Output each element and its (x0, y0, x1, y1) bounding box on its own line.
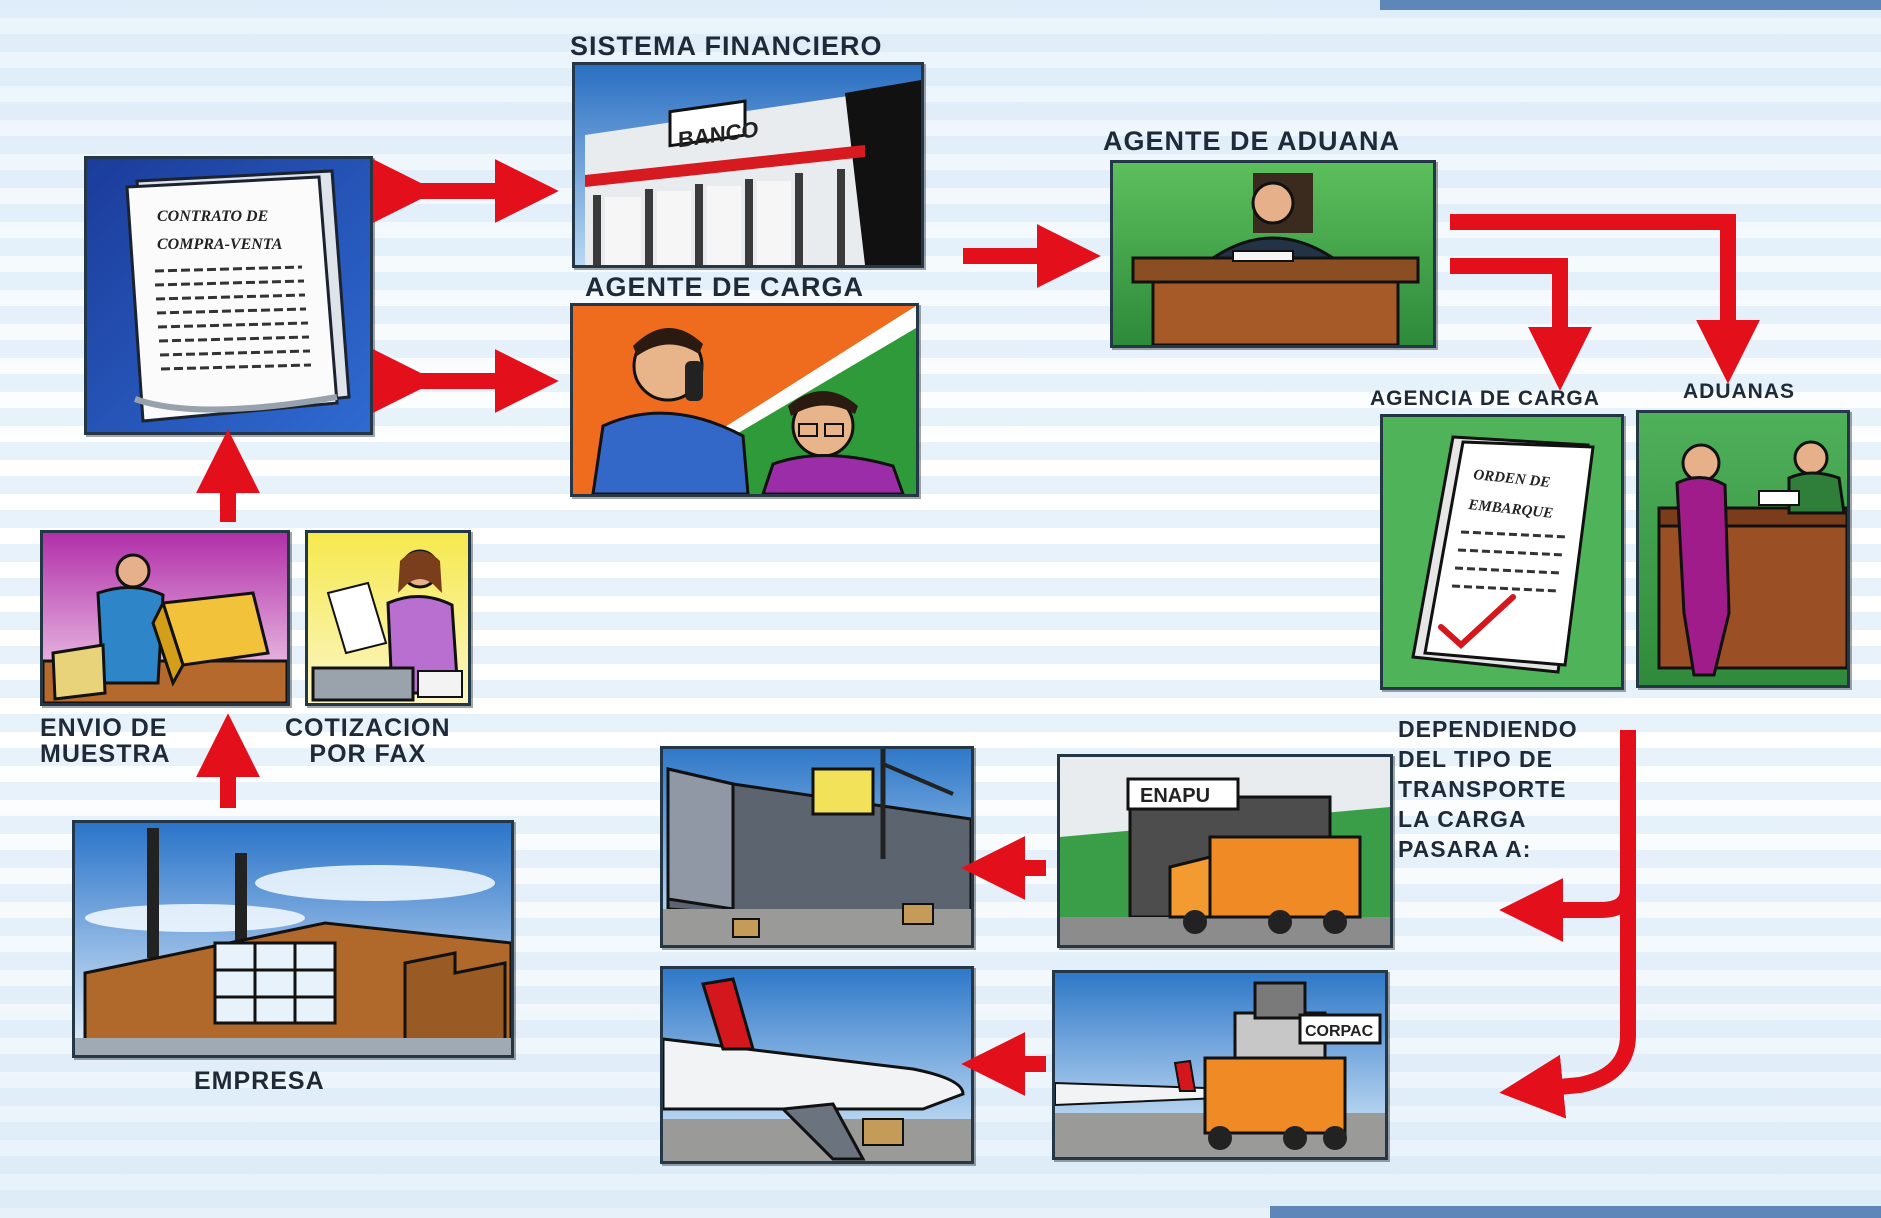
arrow-agente-de-aduana-aduanas (1450, 214, 1760, 384)
panel-aeropuerto: CORPAC (1052, 970, 1388, 1160)
label-empresa: EMPRESA (194, 1067, 325, 1095)
label-agencia-de-carga: AGENCIA DE CARGA (1370, 387, 1600, 410)
label-envio-de-muestra: ENVIO DE MUESTRA (40, 714, 171, 769)
panel-empresa (72, 820, 514, 1058)
airplane-illustration (663, 969, 971, 1161)
label-sistema-financiero: SISTEMA FINANCIERO (570, 31, 883, 61)
frame-accent-bottom (1270, 1206, 1881, 1218)
label-aduanas: ADUANAS (1683, 380, 1795, 403)
panel-avion (660, 966, 974, 1164)
customs-agent-illustration (1113, 163, 1433, 345)
corpac-sign: CORPAC (1305, 1023, 1374, 1040)
cargo-agent-illustration (573, 306, 916, 494)
customs-office-illustration (1639, 413, 1847, 685)
label-agente-de-aduana: AGENTE DE ADUANA (1103, 126, 1401, 156)
fax-quote-illustration (308, 533, 468, 703)
enapu-sign: ENAPU (1140, 785, 1210, 807)
shipping-order-illustration: ORDEN DE EMBARQUE (1383, 417, 1621, 687)
contract-illustration: CONTRATO DE COMPRA-VENTA (87, 159, 370, 432)
contract-title-line2: COMPRA-VENTA (157, 236, 283, 253)
panel-cotizacion-por-fax (305, 530, 471, 706)
panel-aduanas (1636, 410, 1850, 688)
airport-truck-illustration: CORPAC (1055, 973, 1385, 1157)
label-cotizacion-por-fax: COTIZACION POR FAX (285, 714, 451, 769)
port-warehouse-truck-illustration: ENAPU (1060, 757, 1390, 945)
bank-illustration: BANCO (575, 65, 921, 265)
panel-envio-de-muestra (40, 530, 290, 706)
panel-agente-de-aduana (1110, 160, 1436, 348)
panel-banco: BANCO (572, 62, 924, 268)
label-agente-de-carga: AGENTE DE CARGA (585, 272, 865, 302)
panel-agencia-de-carga: ORDEN DE EMBARQUE (1380, 414, 1624, 690)
panel-contrato: CONTRATO DE COMPRA-VENTA (84, 156, 373, 435)
panel-agente-de-carga (570, 303, 919, 497)
label-dependiendo: DEPENDIENDO DEL TIPO DE TRANSPORTE LA CA… (1398, 716, 1578, 862)
factory-illustration (75, 823, 511, 1055)
sample-shipping-illustration (43, 533, 287, 703)
frame-accent-top (1380, 0, 1881, 10)
contract-title-line1: CONTRATO DE (157, 208, 268, 225)
panel-almacen-puerto: ENAPU (1057, 754, 1393, 948)
arrow-agente-de-aduana-agencia-de-carga (1450, 258, 1592, 391)
panel-barco (660, 746, 974, 948)
arrow-dependiendo-bracket (1499, 730, 1636, 1119)
ship-illustration (663, 749, 971, 945)
